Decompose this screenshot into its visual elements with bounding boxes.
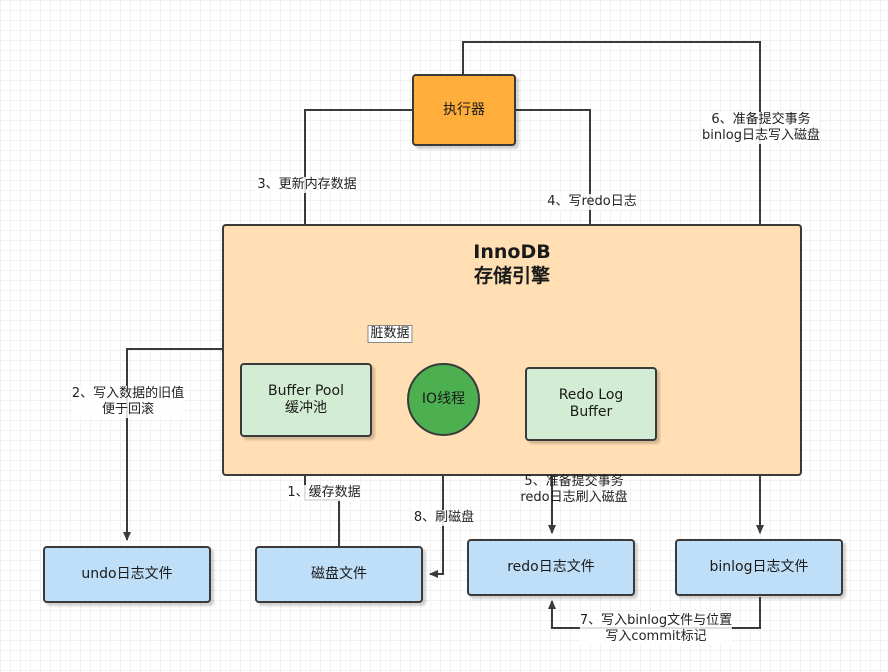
edge-label-step1: 1、缓存数据 <box>287 485 361 501</box>
edge-label-step4: 4、写redo日志 <box>547 194 637 210</box>
io-thread-label: IO线程 <box>421 391 466 407</box>
step7-text-line2: 写入commit标记 <box>605 629 707 644</box>
disk-file-node[interactable]: 磁盘文件 <box>255 546 423 603</box>
redo-log-buffer-sublabel: Buffer <box>569 404 613 420</box>
step2-text-line1: 2、写入数据的旧值 <box>71 386 185 401</box>
redo-file-label: redo日志文件 <box>507 559 595 575</box>
io-thread-node[interactable]: IO线程 <box>407 363 480 436</box>
edge-label-step5: 5、准备提交事务 redo日志刷入磁盘 <box>520 474 627 506</box>
step4-text: 4、写redo日志 <box>547 194 637 209</box>
binlog-file-node[interactable]: binlog日志文件 <box>675 539 843 596</box>
edge-write-undo <box>123 348 222 541</box>
edge-label-step6: 6、准备提交事务 binlog日志写入磁盘 <box>702 112 820 144</box>
innodb-title: InnoDB <box>473 241 551 263</box>
buffer-pool-label: Buffer Pool <box>268 383 344 399</box>
step5-text-line2: redo日志刷入磁盘 <box>520 490 628 505</box>
executor-label: 执行器 <box>443 101 485 118</box>
step2-text-line2: 便于回滚 <box>101 402 154 417</box>
dirty-data-text: 脏数据 <box>370 326 410 341</box>
redo-log-buffer-node[interactable]: Redo Log Buffer <box>525 367 657 441</box>
step6-text-line2: binlog日志写入磁盘 <box>702 128 820 143</box>
disk-file-label: 磁盘文件 <box>311 566 367 582</box>
redo-file-node[interactable]: redo日志文件 <box>467 539 635 596</box>
step7-text-line1: 7、写入binlog文件与位置 <box>579 613 733 628</box>
edge-label-step8: 8、刷磁盘 <box>413 510 475 526</box>
edge-label-dirty-data: 脏数据 <box>367 325 413 343</box>
binlog-file-label: binlog日志文件 <box>709 559 809 575</box>
edge-flush-disk <box>429 436 444 578</box>
redo-log-buffer-label: Redo Log <box>558 387 624 403</box>
buffer-pool-node[interactable]: Buffer Pool 缓冲池 <box>240 363 372 437</box>
undo-file-node[interactable]: undo日志文件 <box>43 546 211 603</box>
executor-node[interactable]: 执行器 <box>412 74 516 146</box>
buffer-pool-sublabel: 缓冲池 <box>285 400 327 416</box>
step3-text: 3、更新内存数据 <box>257 177 357 192</box>
undo-file-label: undo日志文件 <box>81 566 173 582</box>
innodb-engine-container: InnoDB 存储引擎 <box>222 224 802 476</box>
step8-text: 8、刷磁盘 <box>413 510 475 525</box>
edge-label-step2: 2、写入数据的旧值 便于回滚 <box>71 386 185 418</box>
step1-text: 1、缓存数据 <box>287 485 361 500</box>
edge-label-step7: 7、写入binlog文件与位置 写入commit标记 <box>579 613 733 645</box>
innodb-subtitle: 存储引擎 <box>473 265 550 287</box>
step6-text-line1: 6、准备提交事务 <box>711 112 811 127</box>
step5-text-line1: 5、准备提交事务 <box>524 474 624 489</box>
edge-label-step3: 3、更新内存数据 <box>257 177 357 193</box>
